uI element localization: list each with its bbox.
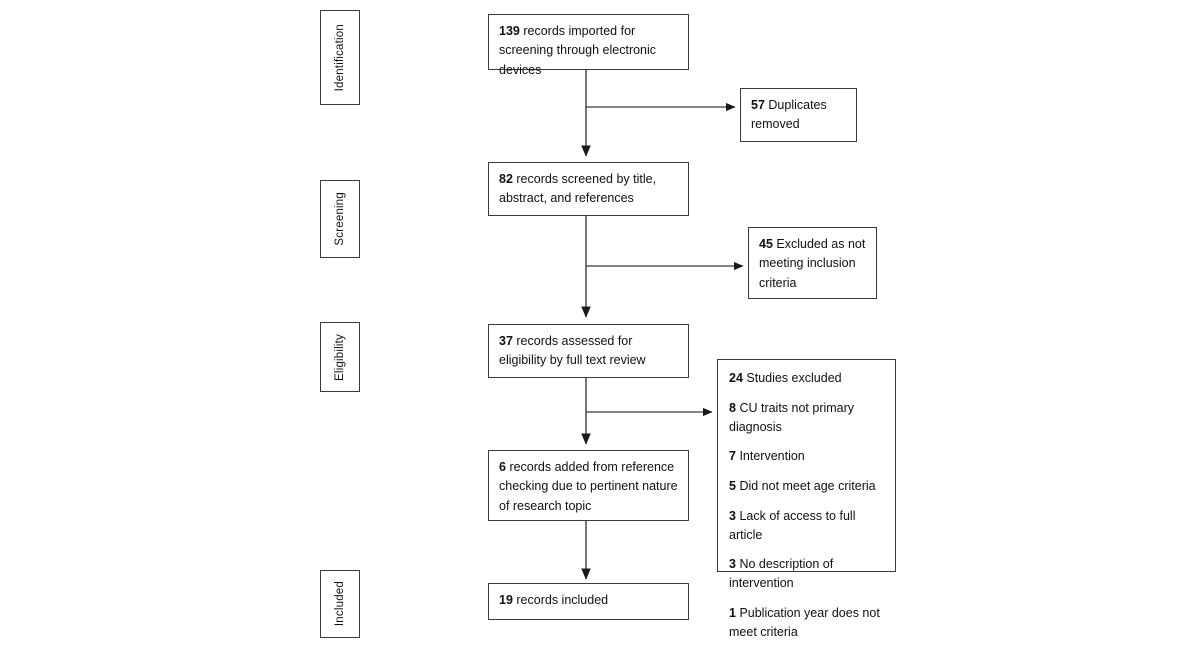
exclusion-item-text: Intervention <box>739 449 805 464</box>
exclusion-item-count: 3 <box>729 557 736 572</box>
exclusion-item: 3 Lack of access to full article <box>729 507 885 545</box>
node-records-added-reference-count: 6 <box>499 460 506 474</box>
node-excluded-screening-text: Excluded as not meeting inclusion criter… <box>759 237 866 290</box>
stage-label-included: Included <box>320 570 360 638</box>
exclusion-item-text: Did not meet age criteria <box>739 479 876 493</box>
node-excluded-screening: 45 Excluded as not meeting inclusion cri… <box>748 227 877 299</box>
node-records-screened: 82 records screened by title, abstract, … <box>488 162 689 216</box>
exclusion-item: 1 Publication year does not meet criteri… <box>729 604 885 642</box>
exclusion-item: 3 No description of intervention <box>729 555 885 593</box>
node-records-added-reference-text: records added from reference checking du… <box>499 460 678 513</box>
node-records-assessed: 37 records assessed for eligibility by f… <box>488 324 689 378</box>
node-excluded-screening-count: 45 <box>759 237 773 251</box>
exclusion-item-text: Studies excluded <box>746 371 842 385</box>
stage-label-screening-text: Screening <box>334 192 346 246</box>
node-duplicates-removed-count: 57 <box>751 98 765 112</box>
node-records-assessed-text: records assessed for eligibility by full… <box>499 334 646 368</box>
exclusion-item-count: 1 <box>729 605 736 620</box>
exclusion-item-count: 24 <box>729 371 743 385</box>
exclusion-item-text: CU traits not primary diagnosis <box>729 400 855 434</box>
node-records-imported-text: records imported for screening through e… <box>499 24 657 77</box>
exclusion-item-count: 8 <box>729 400 736 415</box>
stage-label-identification: Identification <box>320 10 360 105</box>
node-duplicates-removed-text: Duplicates removed <box>751 98 827 132</box>
node-records-imported-count: 139 <box>499 24 520 38</box>
node-records-included-text: records included <box>516 593 609 607</box>
exclusion-item-text: Lack of access to full article <box>729 508 856 542</box>
node-records-included: 19 records included <box>488 583 689 620</box>
node-duplicates-removed: 57 Duplicates removed <box>740 88 857 142</box>
stage-label-identification-text: Identification <box>334 23 346 92</box>
exclusion-item-count: 7 <box>729 449 736 464</box>
node-records-screened-count: 82 <box>499 172 513 186</box>
exclusion-item-text: Publication year does not meet criteria <box>729 605 880 639</box>
exclusion-item-count: 5 <box>729 479 736 493</box>
stage-label-eligibility-text: Eligibility <box>334 333 346 381</box>
exclusion-item: 5 Did not meet age criteria <box>729 477 885 496</box>
node-records-imported: 139 records imported for screening throu… <box>488 14 689 77</box>
exclusion-item-text: No description of intervention <box>729 557 834 590</box>
exclusion-item-count: 3 <box>729 508 736 523</box>
node-records-added-reference: 6 records added from reference checking … <box>488 450 689 521</box>
exclusion-item: 24 Studies excluded <box>729 369 885 388</box>
stage-label-included-text: Included <box>334 581 346 627</box>
stage-label-eligibility: Eligibility <box>320 322 360 392</box>
exclusion-item: 7 Intervention <box>729 447 885 466</box>
node-records-assessed-count: 37 <box>499 334 513 348</box>
node-records-screened-text: records screened by title, abstract, and… <box>499 172 657 206</box>
stage-label-screening: Screening <box>320 180 360 258</box>
exclusion-item: 8 CU traits not primary diagnosis <box>729 399 885 437</box>
node-records-included-count: 19 <box>499 593 513 607</box>
node-exclusion-reasons: 24 Studies excluded 8 CU traits not prim… <box>717 359 896 639</box>
